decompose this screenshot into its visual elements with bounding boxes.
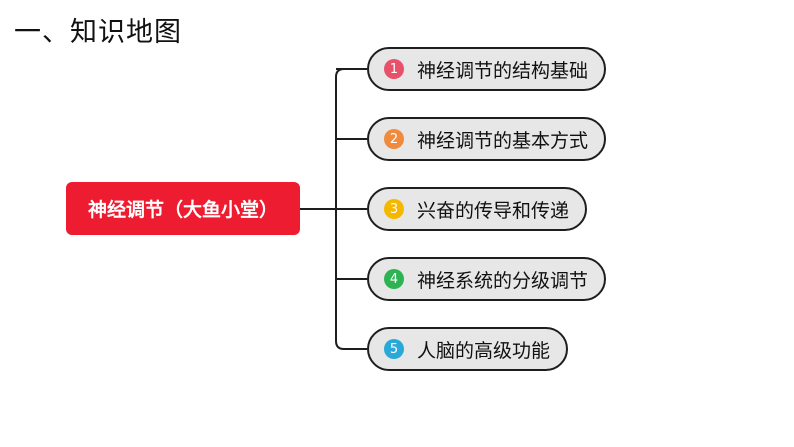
root-node-label: 神经调节（大鱼小堂） bbox=[87, 199, 278, 221]
branch-label-1: 神经调节的结构基础 bbox=[417, 59, 589, 82]
branch-label-2: 神经调节的基本方式 bbox=[417, 129, 589, 152]
page-title: 一、知识地图 bbox=[14, 17, 182, 48]
branch-label-4: 神经系统的分级调节 bbox=[417, 269, 589, 292]
branch-node-2[interactable]: 2 神经调节的基本方式 bbox=[367, 117, 607, 161]
root-node[interactable]: 神经调节（大鱼小堂） bbox=[66, 182, 300, 235]
branch-node-4[interactable]: 4 神经系统的分级调节 bbox=[367, 257, 607, 301]
number-badge-5: 5 bbox=[384, 339, 404, 359]
branch-label-3: 兴奋的传导和传递 bbox=[417, 199, 570, 222]
number-badge-4: 4 bbox=[384, 269, 404, 289]
branch-node-1[interactable]: 1 神经调节的结构基础 bbox=[367, 47, 607, 91]
number-badge-3: 3 bbox=[384, 199, 404, 219]
number-badge-1: 1 bbox=[384, 59, 404, 79]
branch-node-3[interactable]: 3 兴奋的传导和传递 bbox=[367, 187, 588, 231]
number-badge-2: 2 bbox=[384, 129, 404, 149]
branch-label-5: 人脑的高级功能 bbox=[417, 339, 551, 362]
branch-node-5[interactable]: 5 人脑的高级功能 bbox=[367, 327, 569, 371]
